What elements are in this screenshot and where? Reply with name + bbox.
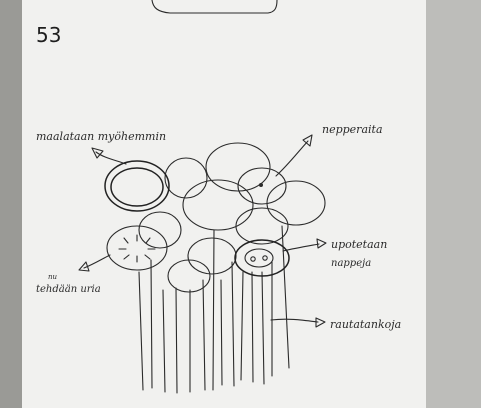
label-painted-later: maalataan myöhemmin <box>36 130 166 143</box>
paper-edge-shadow <box>426 0 481 408</box>
sketch-paper <box>22 0 426 408</box>
label-grooves-superscript: nu <box>48 273 58 281</box>
label-embedded-line1: upotetaan <box>331 238 387 251</box>
label-grooves: tehdään uria <box>36 284 101 295</box>
nepper-dot <box>259 183 263 187</box>
label-nepper: nepperaita <box>322 123 383 136</box>
label-iron-rods: rautatankoja <box>330 318 401 331</box>
label-embedded-line2: nappeja <box>331 258 371 269</box>
page-number: 53 <box>36 23 61 47</box>
